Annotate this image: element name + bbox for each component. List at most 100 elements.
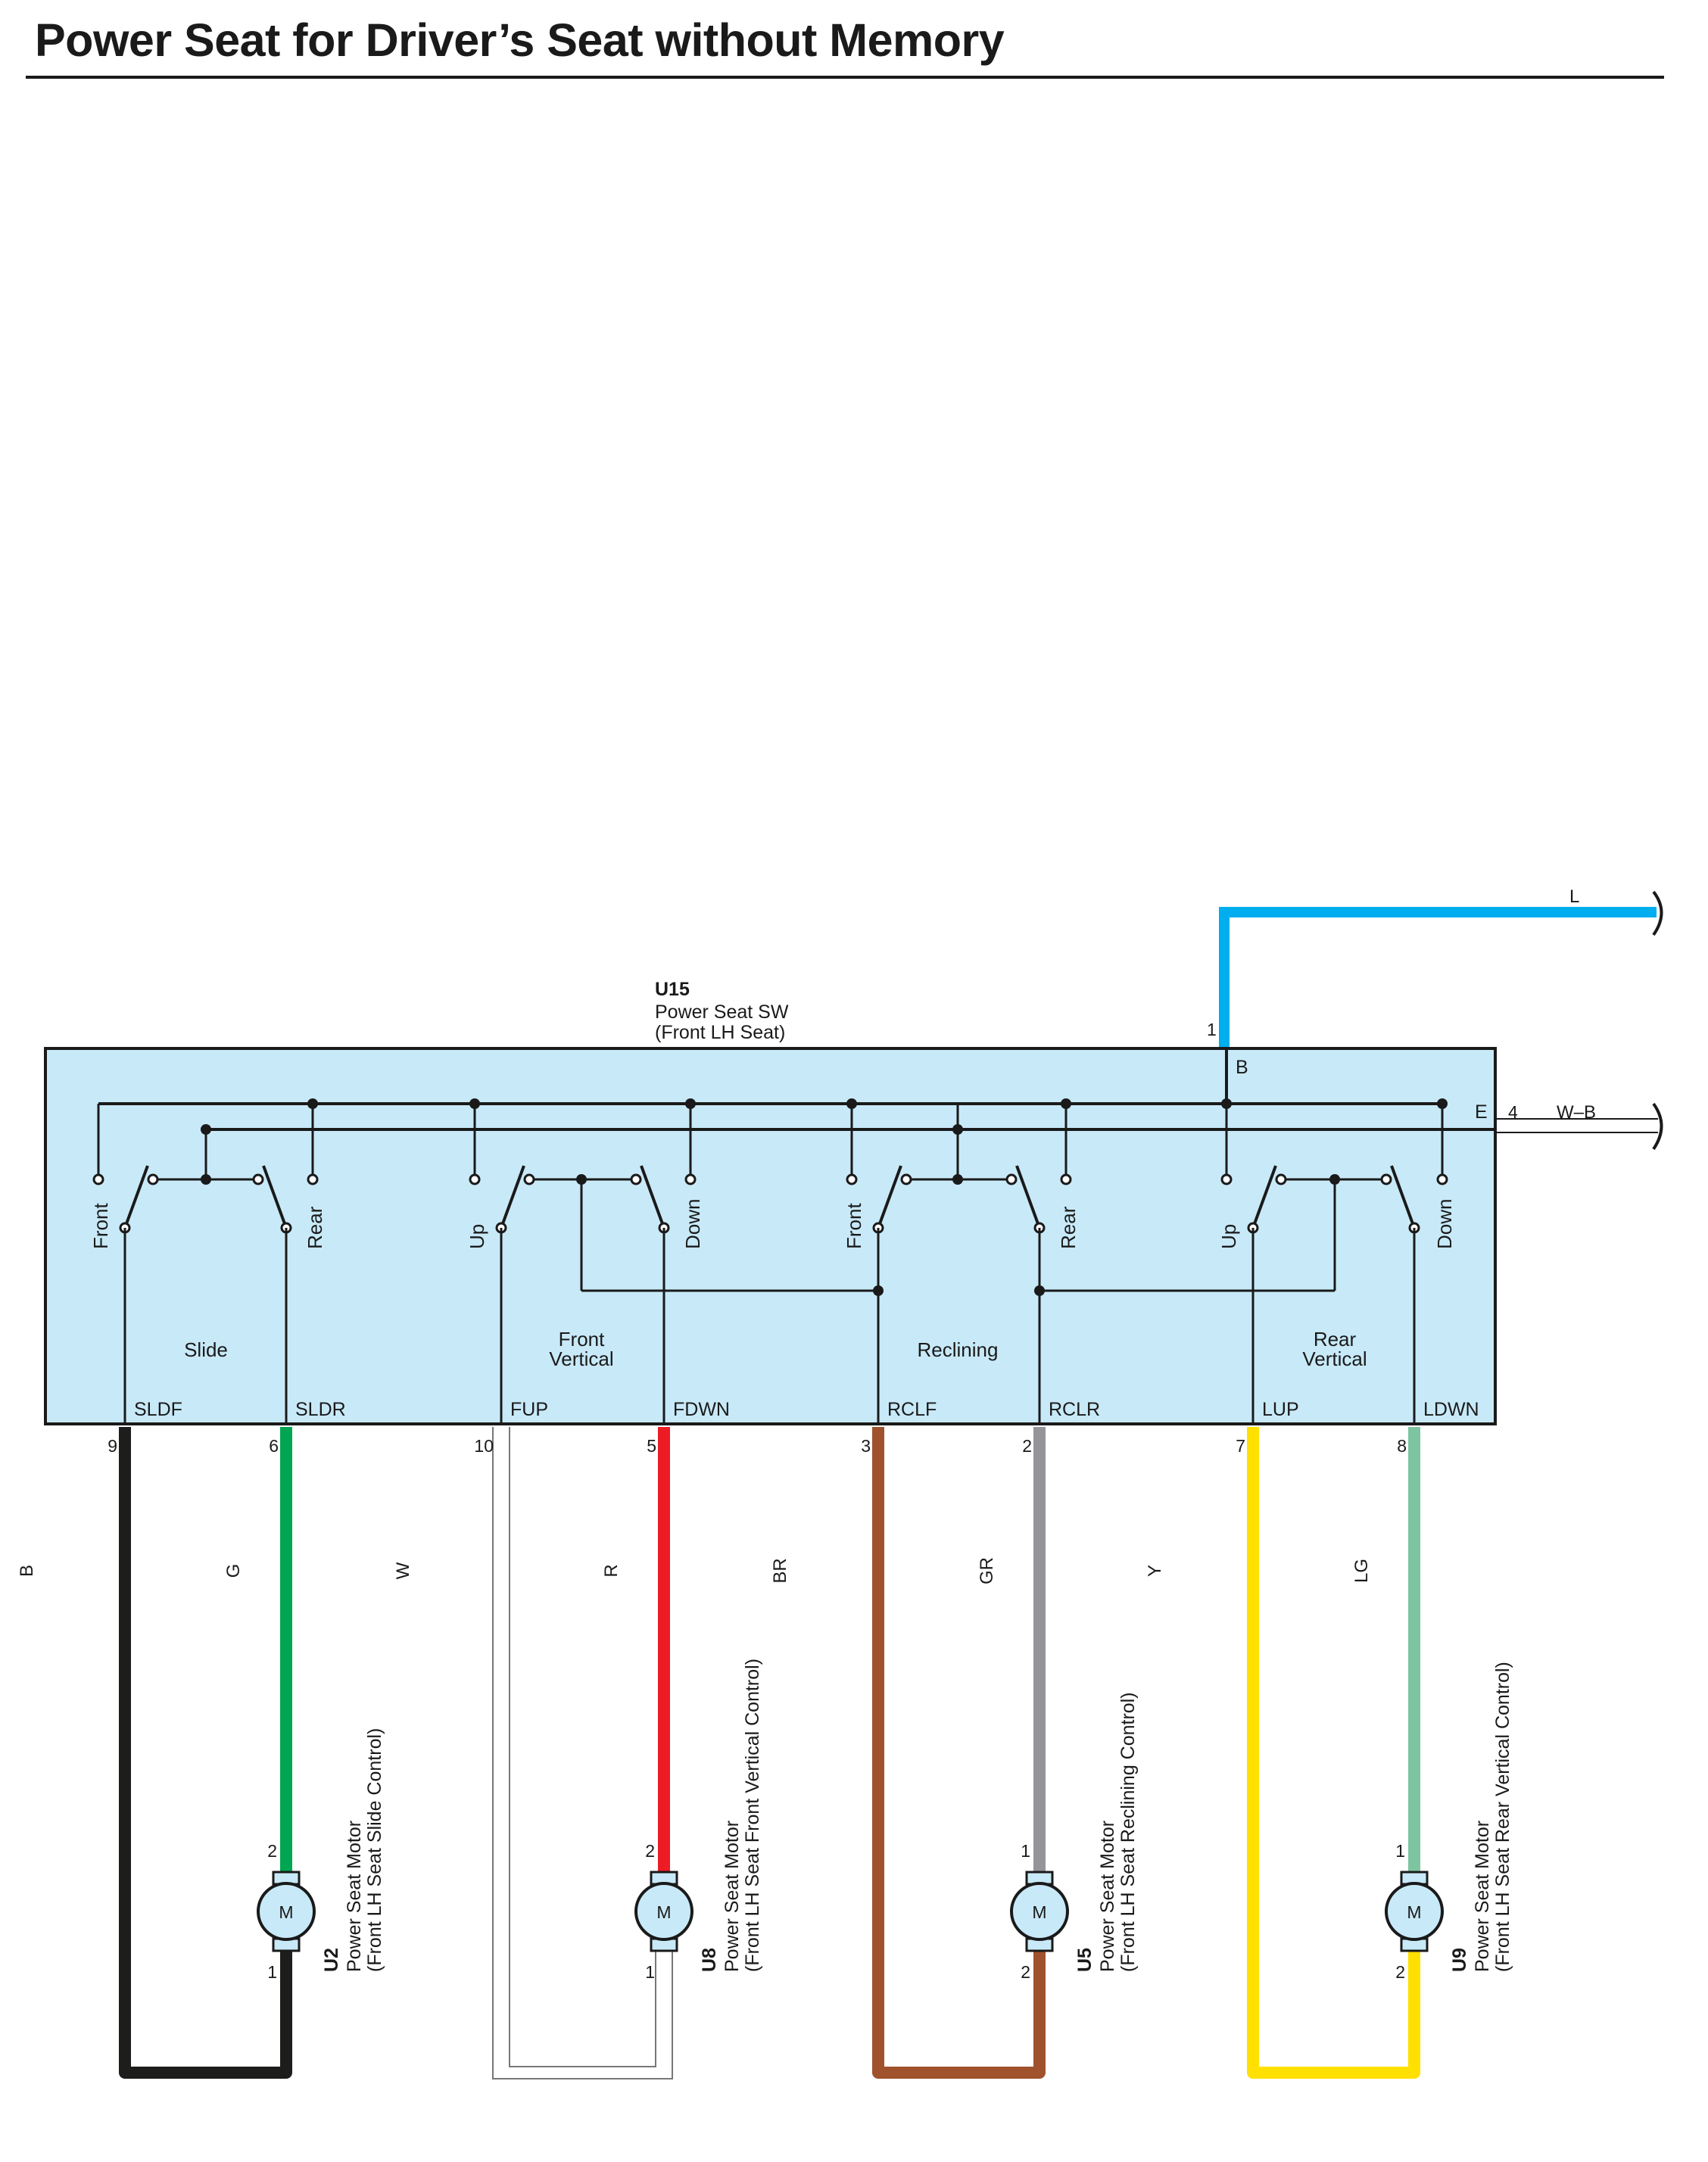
terminal-signal-sldr: SLDR [295,1399,346,1420]
wire-br [872,1427,1046,2079]
wire-L-break [1652,890,1663,936]
sec2-bus-node-l [846,1098,857,1109]
sec1-bus-node-l [469,1098,480,1109]
sec3-contact-0 [1220,1173,1233,1185]
motor-u5-symbol: M [1032,1902,1046,1922]
section-0-left-label: Front [89,1203,112,1249]
terminal-signal-rclr: RCLR [1049,1399,1100,1420]
section-label-3-1: Vertical [1302,1347,1367,1370]
motor-u5-top-pin: 1 [1021,1841,1030,1861]
sec3-blade-right [1390,1165,1416,1229]
motor-u2-bottom-pin: 1 [267,1962,277,1982]
motor-u8-top-pin: 2 [645,1841,655,1861]
motor-u5-name: Power Seat Motor [1097,1821,1118,1972]
terminal-pin-ldwn: 8 [1397,1436,1407,1456]
sec3-bus-node-r [1437,1098,1448,1109]
sec0-contact-1 [307,1173,319,1185]
wire-b [119,1427,292,2079]
motor-u5-sub: (Front LH Seat Reclining Control) [1117,1692,1139,1972]
section-label-2-0: Reclining [918,1338,999,1361]
motor-u8: M 2 1 [634,1841,693,1982]
power-signal: B [1236,1057,1248,1078]
terminal-pin-sldr: 6 [269,1436,279,1456]
section-label-1-0: Front [559,1328,605,1350]
sec0-blade-right [262,1165,288,1229]
sec0-bus-node-r [307,1098,318,1109]
sec0-common-right [252,1173,264,1185]
wire-label-y: Y [1145,1565,1165,1577]
terminal-pin-sldf: 9 [108,1436,117,1456]
switch-sub: (Front LH Seat) [655,1022,785,1043]
wire-label-lg: LG [1351,1559,1372,1583]
wire-label-g: G [223,1564,244,1578]
terminal-signal-lup: LUP [1262,1399,1299,1420]
power-pin: 1 [1207,1020,1217,1039]
motor-u9-top-pin: 1 [1395,1841,1405,1861]
wire-y [1247,1427,1420,2079]
switch-name: Power Seat SW [655,1002,789,1023]
motor-u9-bottom-pin: 2 [1395,1962,1405,1982]
wire-label-br: BR [770,1558,790,1583]
motor-u9-name: Power Seat Motor [1472,1821,1493,1972]
motor-u8-body [634,1882,693,1941]
sec2-blade-left [877,1165,902,1229]
terminal-pin-fup: 10 [474,1436,494,1456]
motor-u2-body [257,1882,316,1941]
sec1-blade-left [500,1165,525,1229]
terminal-signal-fup: FUP [510,1399,548,1420]
section-3-left-label: Up [1217,1224,1240,1249]
sec3-blade-left [1251,1165,1277,1229]
sec3-bus-node-l [1221,1098,1232,1109]
motor-u2: M 2 1 [257,1841,316,1982]
sec2-bus-node-r [1061,1098,1071,1109]
sec0-join-bus-node [201,1124,211,1135]
ground-pin: 4 [1508,1102,1518,1122]
motor-u5: M12 [1010,1841,1069,1982]
motor-u8-symbol: M [656,1902,671,1922]
section-label-3-0: Rear [1314,1328,1357,1350]
section-2-left-label: Front [843,1203,865,1249]
sec2-common-right [1005,1173,1018,1185]
motor-u8-name: Power Seat Motor [722,1821,743,1972]
wire-label-WB: W–B [1557,1102,1596,1123]
switch-id: U15 [655,979,690,1000]
motor-u8-bottom-pin: 1 [645,1962,655,1982]
page-title: Power Seat for Driver’s Seat without Mem… [35,14,1005,66]
title-rule [26,76,1664,79]
motor-u9-id: U9 [1449,1948,1470,1972]
sec2-contact-0 [846,1173,858,1185]
motor-u9: M 1 2 [1385,1841,1444,1982]
motor-u2-sub: (Front LH Seat Slide Control) [364,1728,385,1972]
section-label-1-1: Vertical [549,1347,613,1370]
sec1-blade-right [640,1165,665,1229]
sec1-common-left [523,1173,535,1185]
wire-label-gr: GR [977,1557,997,1584]
section-0-right-label: Rear [304,1206,326,1249]
sec2-contact-1 [1060,1173,1072,1185]
wire-WB-break [1652,1102,1663,1151]
motor-u2-name: Power Seat Motor [344,1821,365,1972]
terminal-pin-fdwn: 5 [647,1436,656,1456]
terminal-signal-rclf: RCLF [887,1399,937,1420]
motor-u2-symbol: M [279,1902,293,1922]
tie-node-rclr [1034,1285,1045,1296]
motor-u2-top-pin: 2 [267,1841,277,1861]
sec1-contact-1 [684,1173,697,1185]
motor-u9-symbol: M [1407,1902,1421,1922]
sec1-contact-0 [469,1173,481,1185]
sec0-blade-left [123,1165,149,1229]
motor-u5-id: U5 [1074,1948,1096,1972]
sec3-common-right [1380,1173,1392,1185]
sec2-blade-right [1015,1165,1041,1229]
motor-u2-id: U2 [321,1948,342,1972]
sec1-bus-node-r [685,1098,696,1109]
terminal-signal-ldwn: LDWN [1423,1399,1479,1420]
section-1-left-label: Up [466,1224,488,1249]
terminal-signal-sldf: SLDF [134,1399,182,1420]
wire-label-L: L [1569,886,1579,907]
motor-u8-id: U8 [699,1948,720,1972]
tie-node-rclf [873,1285,884,1296]
terminal-pin-rclf: 3 [861,1436,871,1456]
